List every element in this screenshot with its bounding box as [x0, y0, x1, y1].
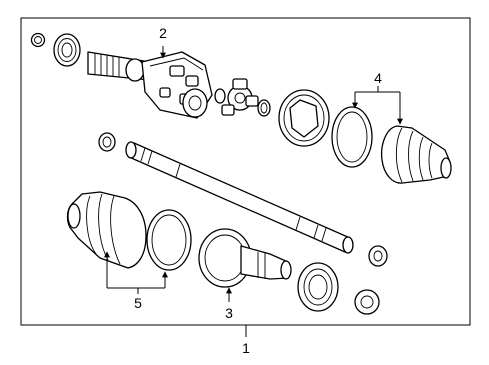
snap-ring-middle	[257, 99, 271, 117]
outer-seal	[297, 262, 339, 312]
axle-shaft	[125, 141, 354, 254]
center-bearing-left	[98, 132, 116, 152]
inner-boot-ring	[278, 89, 330, 147]
label-5: 5	[134, 295, 142, 311]
inner-boot-clamp	[331, 106, 373, 168]
outer-boot	[66, 191, 147, 269]
inner-stub-shaft	[87, 51, 151, 82]
center-bearing-right	[368, 245, 388, 267]
washer-small	[214, 88, 226, 104]
tripod-spider	[221, 78, 259, 116]
label-1: 1	[242, 340, 250, 356]
inner-boot	[380, 125, 452, 184]
label-4: 4	[374, 70, 382, 86]
outer-boot-clamp	[146, 209, 192, 271]
outer-cv-joint	[198, 228, 292, 288]
snap-ring-top-left	[30, 32, 46, 48]
label-3: 3	[225, 305, 233, 321]
seal-top-left	[53, 33, 81, 67]
leader-4	[352, 86, 403, 125]
label-2: 2	[159, 25, 167, 41]
leader-5	[104, 251, 168, 294]
inner-joint-housing	[141, 51, 213, 119]
outer-washer	[354, 289, 380, 315]
